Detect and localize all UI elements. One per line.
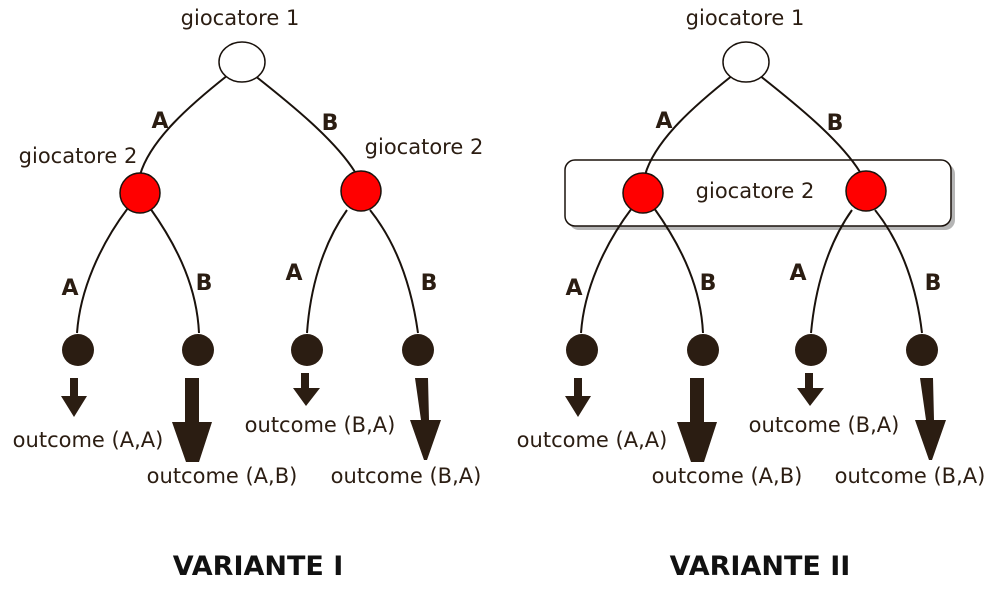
v1-edge-line-lb <box>149 207 200 334</box>
v1-edge-line-ra <box>306 209 348 334</box>
v2-arrows <box>565 373 946 462</box>
arrow-down-icon <box>410 378 441 460</box>
v2-edge-line-ra <box>810 209 853 334</box>
v2-edge-label-a: A <box>655 109 672 134</box>
v2-edge-line-rb <box>874 209 923 334</box>
v1-root-node <box>218 41 266 83</box>
v1-player2-right-node <box>340 170 382 212</box>
v1-arrows <box>61 373 441 462</box>
variant-1: giocatore 1 A B A B A B giocatore 2 gioc… <box>13 6 484 582</box>
v2-terminal-node <box>687 334 719 366</box>
v1-terminal-node <box>402 334 434 366</box>
v1-root-label: giocatore 1 <box>181 6 300 30</box>
v1-player2-right-label: giocatore 2 <box>365 135 484 159</box>
arrow-down-icon <box>565 378 591 417</box>
v2-title: VARIANTE II <box>670 551 851 582</box>
arrow-down-icon <box>293 373 320 406</box>
arrow-down-icon <box>915 378 946 460</box>
v2-edge-line-la <box>580 207 633 334</box>
v1-edge-label-ra: A <box>285 261 302 286</box>
v2-edge-label-la: A <box>565 276 582 301</box>
v2-outcome-ab: outcome (A,B) <box>652 464 803 488</box>
arrow-down-icon <box>61 378 87 417</box>
v2-terminal-node <box>906 334 938 366</box>
v2-terminal-node <box>566 334 598 366</box>
v1-edge-label-b: B <box>322 111 339 136</box>
v1-outcome-aa: outcome (A,A) <box>13 428 164 452</box>
v1-player2-left-node <box>119 172 161 214</box>
v2-outcome-ba: outcome (B,A) <box>749 413 900 437</box>
arrow-down-icon <box>172 378 212 462</box>
v1-edge-label-lb: B <box>196 271 213 296</box>
v1-edge-label-la: A <box>61 276 78 301</box>
v2-terminal-node <box>795 334 827 366</box>
v1-terminal-node <box>62 334 94 366</box>
v2-player2-left-node <box>622 172 664 214</box>
v2-root-node <box>722 41 770 83</box>
v2-info-set-label: giocatore 2 <box>696 179 815 203</box>
v2-edge-label-lb: B <box>700 271 717 296</box>
v2-edge-label-b: B <box>827 111 844 136</box>
v2-edge-label-ra: A <box>789 261 806 286</box>
v2-root-label: giocatore 1 <box>686 6 805 30</box>
arrow-down-icon <box>677 378 717 462</box>
v1-edge-label-rb: B <box>421 271 438 296</box>
v2-edge-label-rb: B <box>925 271 942 296</box>
variant-2: giocatore 1 giocatore 2 A B A B A B <box>517 6 986 582</box>
v1-player2-left-label: giocatore 2 <box>19 144 138 168</box>
v2-outcome-aa: outcome (A,A) <box>517 428 668 452</box>
v1-edge-line-a <box>139 74 229 176</box>
v2-edge-line-b <box>758 74 861 173</box>
v1-edge-line-b <box>253 74 356 173</box>
v2-outcome-bb: outcome (B,A) <box>835 464 986 488</box>
v1-edge-line-la <box>76 207 129 334</box>
arrow-down-icon <box>797 373 824 406</box>
v2-edge-line-lb <box>653 207 704 334</box>
v1-edge-line-rb <box>369 209 419 334</box>
v1-terminal-node <box>291 334 323 366</box>
v1-outcome-bb: outcome (B,A) <box>331 464 482 488</box>
v1-terminal-node <box>182 334 214 366</box>
v1-edge-label-a: A <box>151 109 168 134</box>
v1-outcome-ba: outcome (B,A) <box>245 413 396 437</box>
v1-title: VARIANTE I <box>173 551 344 582</box>
v1-outcome-ab: outcome (A,B) <box>147 464 298 488</box>
v2-player2-right-node <box>845 170 887 212</box>
v2-edge-line-a <box>644 74 734 176</box>
